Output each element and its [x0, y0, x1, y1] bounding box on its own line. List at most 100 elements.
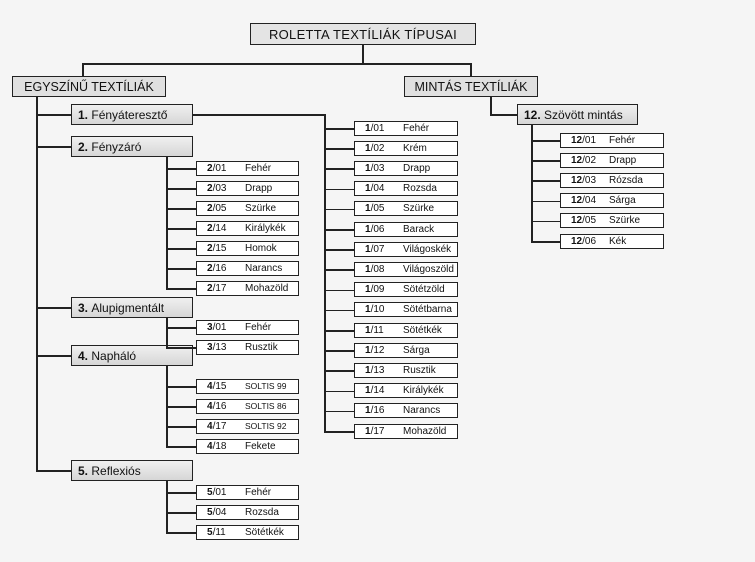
item-number: /12	[370, 344, 385, 356]
item-prefix: 4	[207, 440, 213, 452]
category-label: EGYSZÍNŰ TEXTÍLIÁK	[24, 79, 154, 94]
item-code: 2/14	[207, 223, 245, 234]
item-number: /03	[582, 174, 597, 186]
item-number: /10	[370, 304, 385, 316]
item-code: 12/06	[571, 236, 609, 247]
item-prefix: 2	[207, 162, 213, 174]
connector-line	[324, 208, 354, 211]
group-name: Alupigmentált	[91, 300, 165, 315]
item-prefix: 4	[207, 420, 213, 432]
item-prefix: 4	[207, 400, 213, 412]
group-name: Fényzáró	[91, 139, 142, 154]
connector-line	[166, 318, 168, 347]
connector-line	[324, 229, 354, 231]
connector-line	[531, 241, 560, 243]
item-code: 3/01	[207, 322, 245, 333]
connector-line	[166, 446, 196, 448]
item-number: /16	[212, 400, 227, 412]
diagram-title: ROLETTA TEXTÍLIÁK TÍPUSAI	[250, 23, 476, 45]
connector-line	[166, 188, 196, 190]
item-name: Rozsda	[403, 183, 437, 195]
item-prefix: 1	[365, 263, 371, 275]
item-code: 4/15	[207, 381, 245, 392]
item-name: Sötétkék	[245, 526, 284, 538]
item-name: Sötétzöld	[403, 284, 445, 296]
item-name: Fehér	[609, 134, 636, 146]
connector-line	[324, 330, 354, 332]
item-prefix: 3	[207, 341, 213, 353]
item-name: SOLTIS 99	[245, 381, 287, 391]
item-name: SOLTIS 86	[245, 401, 287, 411]
group-number: 12.	[524, 107, 541, 122]
item-code: 2/16	[207, 263, 245, 274]
item-code: 4/16	[207, 401, 245, 412]
connector-line	[324, 370, 354, 372]
connector-line	[362, 45, 364, 63]
group-number: 2.	[78, 139, 89, 154]
item-code: 12/05	[571, 215, 609, 226]
item-number: /08	[370, 263, 385, 275]
connector-line	[36, 470, 71, 472]
group-name: Fényáteresztő	[91, 107, 168, 122]
connector-line	[470, 63, 472, 76]
item-name: Homok	[245, 242, 277, 254]
item-code: 2/15	[207, 243, 245, 254]
item-code: 1/08	[365, 264, 403, 275]
item-code: 4/18	[207, 441, 245, 452]
connector-line	[36, 307, 71, 309]
item-number: /03	[212, 182, 227, 194]
item-prefix: 5	[207, 506, 213, 518]
item-name: Sárga	[609, 195, 636, 207]
item-code: 1/01	[365, 123, 403, 134]
item-prefix: 2	[207, 282, 213, 294]
connector-line	[166, 492, 196, 494]
connector-line	[324, 249, 354, 251]
connector-line	[531, 125, 533, 241]
item-code: 1/09	[365, 284, 403, 295]
item-number: /09	[370, 284, 385, 296]
item-number: /13	[370, 364, 385, 376]
item-number: /04	[370, 183, 385, 195]
group-number: 4.	[78, 348, 89, 363]
item-name: Szürke	[245, 202, 277, 214]
item-name: Sötétkék	[403, 324, 442, 336]
item-number: /16	[370, 405, 385, 417]
connector-line	[82, 63, 470, 65]
item-code: 12/03	[571, 175, 609, 186]
connector-line	[531, 200, 560, 203]
group-number: 5.	[78, 463, 89, 478]
group-box: 2. Fényzáró	[71, 136, 193, 157]
item-prefix: 1	[365, 203, 371, 215]
item-prefix: 1	[365, 385, 371, 397]
item-number: /01	[370, 122, 385, 134]
item-number: /05	[212, 202, 227, 214]
connector-line	[36, 114, 71, 116]
item-prefix: 1	[365, 142, 371, 154]
category-box: MINTÁS TEXTÍLIÁK	[404, 76, 538, 97]
item-number: /18	[212, 440, 227, 452]
item-prefix: 2	[207, 262, 213, 274]
item-name: Sárga	[403, 344, 430, 356]
connector-line	[490, 114, 517, 116]
item-number: /17	[212, 282, 227, 294]
item-number: /01	[582, 134, 597, 146]
connector-line	[531, 140, 560, 142]
